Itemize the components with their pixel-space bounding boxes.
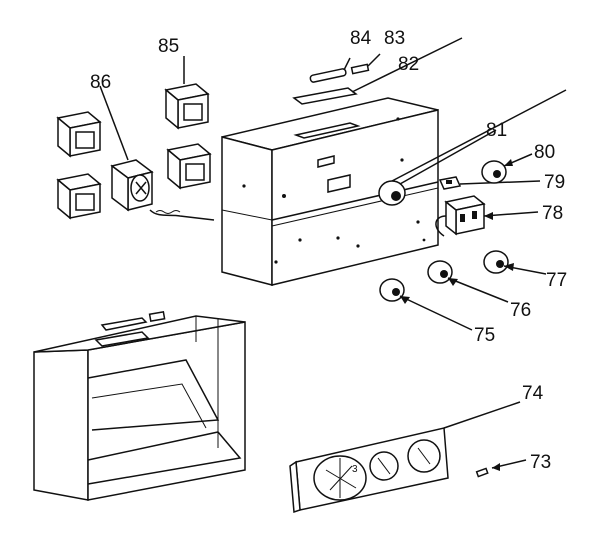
tube-part-84 <box>309 57 351 83</box>
knob-part-80 <box>481 153 533 184</box>
svg-text:3: 3 <box>352 464 358 475</box>
screw-part-73 <box>475 459 527 478</box>
callout-label-84: 84 <box>350 28 372 49</box>
knob-part-81 <box>378 89 567 206</box>
callout-label-82: 82 <box>398 54 419 75</box>
bracket-part-79 <box>438 176 541 190</box>
callout-label-75: 75 <box>474 325 495 346</box>
callout-label-79: 79 <box>544 172 565 193</box>
callout-label-85: 85 <box>158 36 179 57</box>
knob-part-75 <box>379 278 473 331</box>
callout-label-73: 73 <box>530 452 551 473</box>
callout-label-80: 80 <box>534 142 555 163</box>
fan-housing <box>166 143 212 190</box>
motor-assembly-part-86 <box>99 85 215 221</box>
fan-housing <box>56 173 102 220</box>
callout-label-81: 81 <box>486 120 507 141</box>
callout-label-76: 76 <box>510 300 531 321</box>
bulb-part-83 <box>350 53 381 75</box>
filter-plate-part-82 <box>292 37 463 105</box>
knob-part-77 <box>483 250 547 275</box>
lower-cabinet-housing <box>33 310 246 501</box>
fan-housing-part-85 <box>164 56 210 130</box>
callout-label-83: 83 <box>384 28 405 49</box>
callout-labels: 73 74 75 76 77 78 79 80 81 82 83 84 85 8… <box>90 28 567 473</box>
callout-label-74: 74 <box>522 383 544 404</box>
fan-housing <box>56 111 102 158</box>
callout-label-77: 77 <box>546 270 567 291</box>
upper-cabinet-housing <box>221 97 439 286</box>
control-panel-part-74: 3 <box>289 401 521 514</box>
switch-part-78 <box>435 195 539 237</box>
callout-label-86: 86 <box>90 72 111 93</box>
callout-label-78: 78 <box>542 203 563 224</box>
knob-part-76 <box>427 260 509 303</box>
